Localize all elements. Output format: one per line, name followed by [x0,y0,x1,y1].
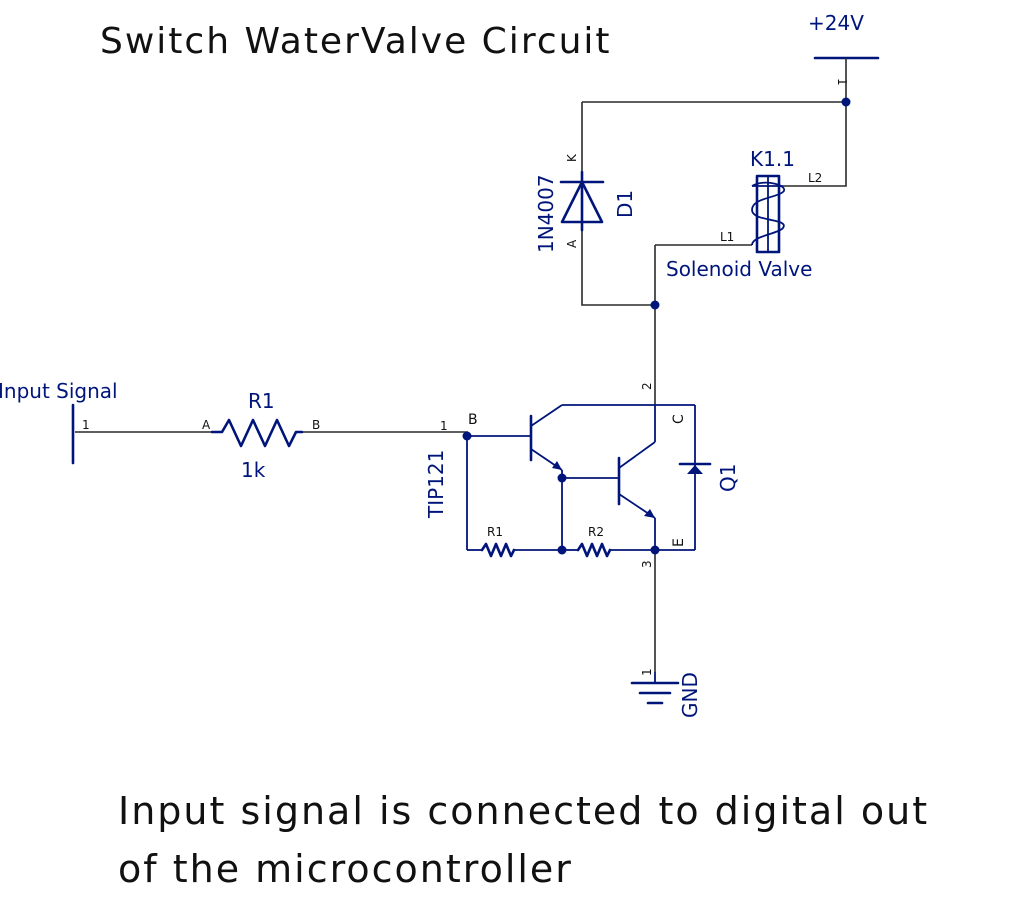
ground-symbol: GND 1 [630,668,702,718]
supply-pin: 1 [835,78,849,86]
diode-pin-a: A [565,239,579,248]
wires [75,58,847,672]
supply-label: +24V [808,11,864,35]
input-label: Input Signal [0,379,118,403]
ground-pin: 1 [640,668,654,676]
diode-d1: 1N4007 D1 K A [534,153,637,253]
transistor-base-pin: 1 [440,419,448,433]
valve-pin-l1: L1 [720,230,734,244]
junction-dot [841,97,851,107]
transistor-emitter-pin: 3 [640,560,654,568]
internal-r2-label: R2 [588,525,604,539]
input-signal-terminal: Input Signal 1 [0,379,118,465]
diode-part-label: 1N4007 [534,174,558,253]
resistor-pin-a: A [202,418,211,432]
resistor-pin-b: B [312,418,320,432]
input-pin: 1 [82,418,90,432]
ground-label: GND [678,672,702,718]
solenoid-valve-k1: K1.1 L2 L1 Solenoid Valve [666,147,822,281]
diagram-title: Switch WaterValve Circuit [100,21,612,62]
transistor-name-label: Q1 [716,464,740,492]
valve-name-label: K1.1 [750,147,795,171]
transistor-base-label: B [468,412,478,428]
junction-dot [650,300,660,310]
transistor-collector-label: C [671,414,687,424]
diode-name-label: D1 [613,190,637,218]
supply-24v: +24V 1 [808,11,880,86]
transistor-collector-pin: 2 [640,382,654,390]
resistor-name: R1 [248,389,275,413]
note-line-1: Input signal is connected to digital out [118,789,929,833]
internal-r1-label: R1 [487,525,503,539]
resistor-r1: R1 1k A B [202,389,320,482]
transistor-part-label: TIP121 [424,450,448,519]
valve-pin-l2: L2 [808,171,822,185]
note-line-2: of the microcontroller [118,847,573,891]
resistor-value: 1k [241,458,266,482]
transistor-q1: TIP121 Q1 1 2 3 B C E R1 R2 [424,382,740,568]
diode-pin-k: K [565,153,579,162]
transistor-emitter-label: E [671,538,687,547]
valve-description: Solenoid Valve [666,257,812,281]
